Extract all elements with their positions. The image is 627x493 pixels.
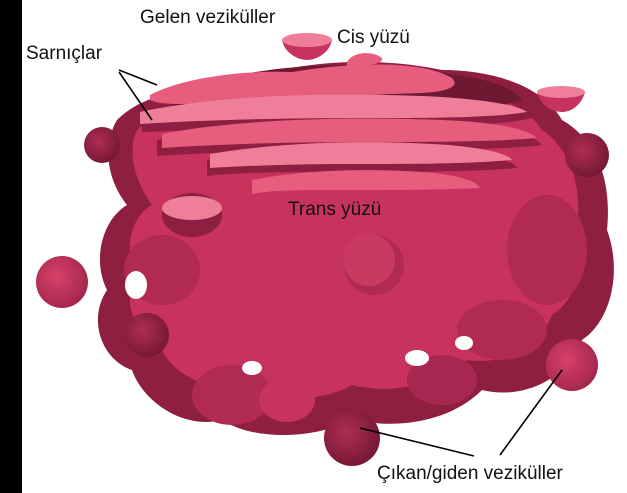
golgi-diagram: Gelen veziküller Cis yüzü Sarnıçlar Tran… xyxy=(22,0,627,493)
golgi-apparatus-illustration xyxy=(22,0,627,493)
cis-face-label: Cis yüzü xyxy=(337,28,410,47)
cisternae-label: Sarnıçlar xyxy=(26,44,102,63)
cut-vesicle-left xyxy=(162,193,222,237)
incoming-vesicles-label: Gelen veziküller xyxy=(140,8,275,27)
outgoing-vesicles-label: Çıkan/giden veziküller xyxy=(377,464,563,483)
trans-face-label: Trans yüzü xyxy=(288,200,381,219)
cisternae-leader-1 xyxy=(119,70,157,85)
incoming-vesicle-top xyxy=(282,33,332,60)
